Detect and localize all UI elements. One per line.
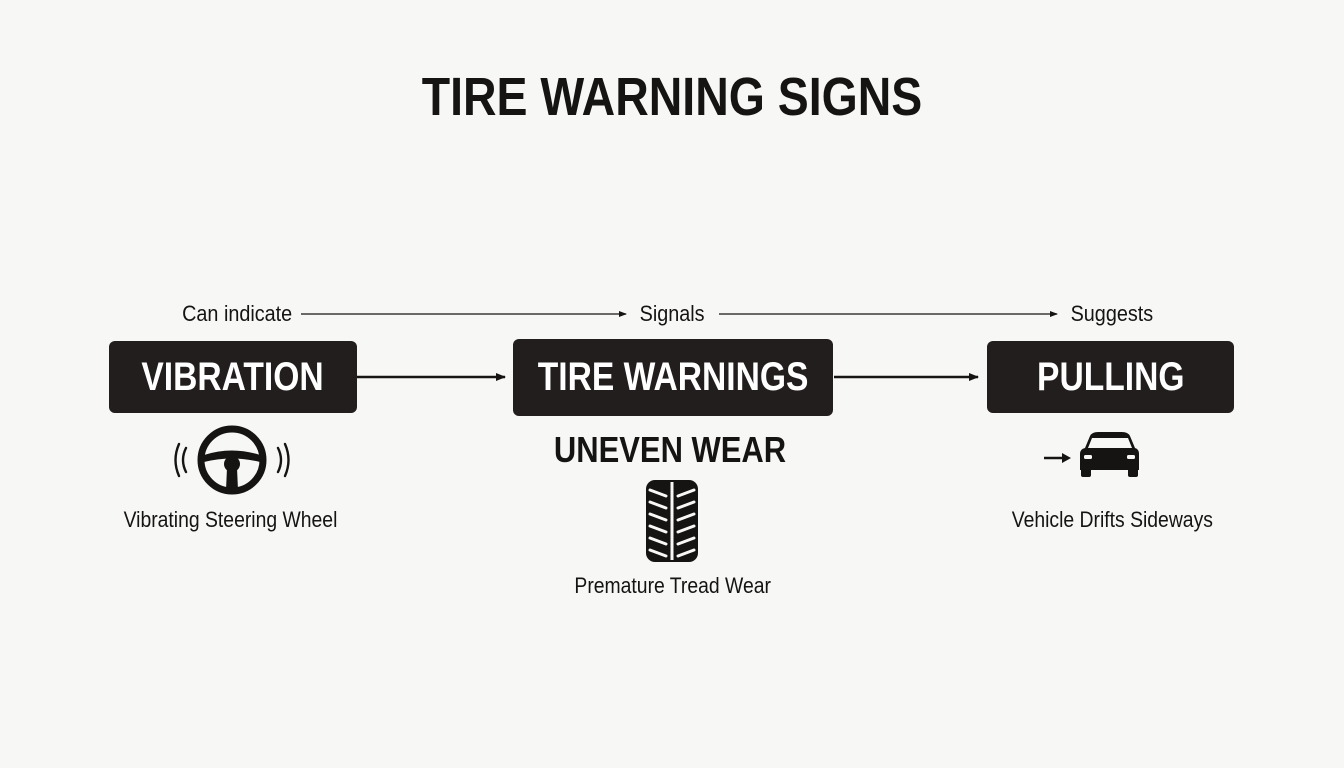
node-tire-warnings: TIRE WARNINGS: [513, 339, 833, 416]
node-pulling: PULLING: [987, 341, 1234, 413]
edge-label-signals: Signals: [639, 301, 705, 326]
steering-wheel-icon: [174, 425, 290, 495]
tire-tread-icon: [646, 480, 698, 562]
car-icon: [1044, 432, 1139, 477]
edge-label-suggests: Suggests: [1070, 301, 1154, 326]
caption-premature-tread-wear: Premature Tread Wear: [574, 573, 772, 598]
node-pulling-label: PULLING: [1036, 354, 1185, 399]
node-tire-warnings-label: TIRE WARNINGS: [537, 355, 809, 399]
node-vibration-label: VIBRATION: [141, 354, 325, 399]
caption-vibrating-steering-wheel: Vibrating Steering Wheel: [123, 507, 337, 532]
uneven-wear-heading: UNEVEN WEAR: [553, 429, 787, 470]
caption-vehicle-drifts-sideways: Vehicle Drifts Sideways: [1011, 507, 1213, 532]
page-title: TIRE WARNING SIGNS: [421, 67, 923, 127]
node-vibration: VIBRATION: [109, 341, 357, 413]
edge-label-can-indicate: Can indicate: [182, 301, 293, 326]
